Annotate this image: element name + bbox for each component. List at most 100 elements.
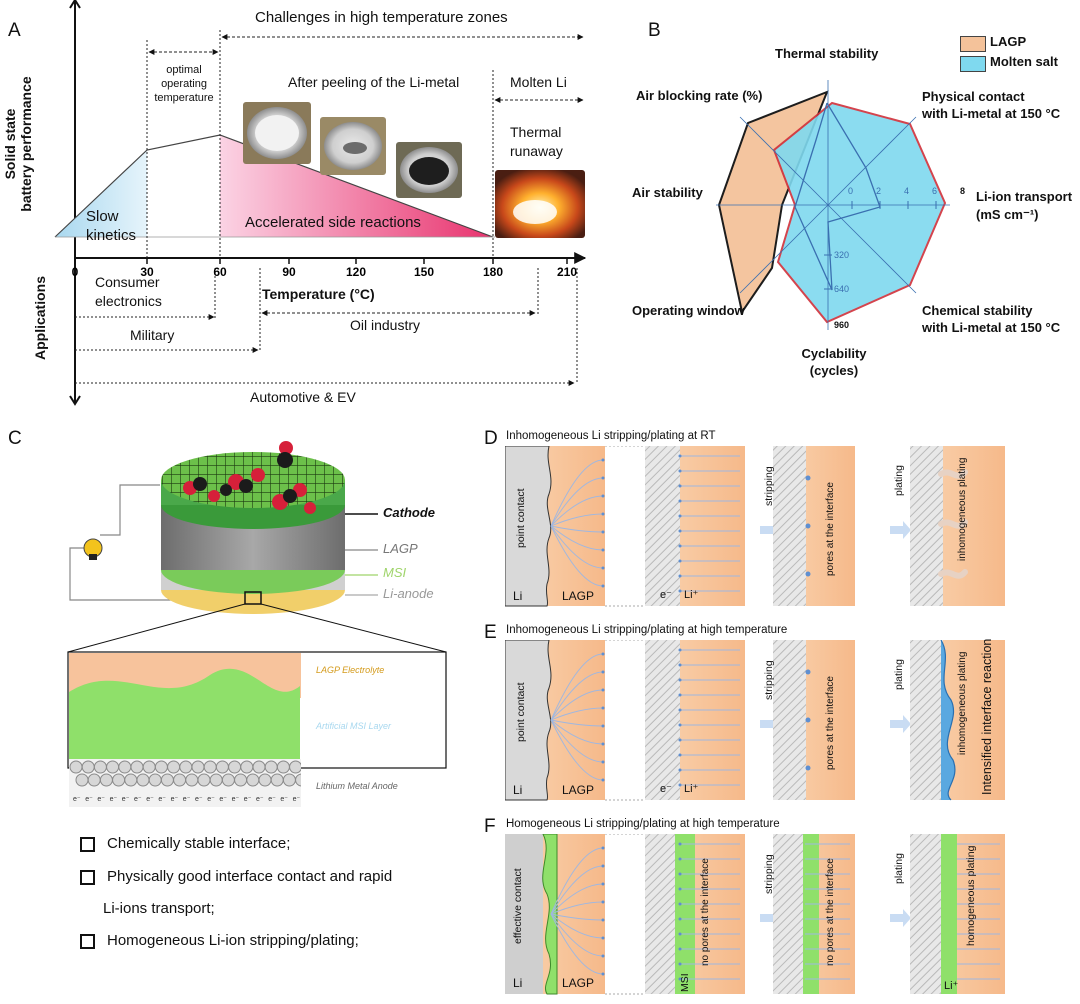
a-app-consumer-2: electronics bbox=[95, 293, 162, 309]
c-li-anode-spheres: e⁻e⁻e⁻e⁻e⁻e⁻e⁻e⁻e⁻e⁻e⁻e⁻e⁻e⁻e⁻e⁻e⁻e⁻e⁻ bbox=[69, 759, 309, 807]
c-feature-3-text: Homogeneous Li-ion stripping/plating; bbox=[107, 932, 359, 949]
panel-e-li: Li bbox=[513, 783, 523, 797]
panel-f-label: F bbox=[484, 816, 496, 837]
c-feature-3: Homogeneous Li-ion stripping/plating; bbox=[80, 932, 359, 949]
a-x-tick-label: 210 bbox=[557, 265, 577, 279]
checkbox-icon bbox=[80, 836, 95, 852]
panel-e-point-contact: point contact bbox=[515, 682, 527, 742]
panel-e-liplus: Li⁺ bbox=[684, 783, 699, 795]
a-optimal-3: temperature bbox=[154, 92, 214, 104]
a-slow-2: kinetics bbox=[86, 227, 137, 244]
c-cathode-label: Cathode bbox=[383, 505, 435, 520]
a-x-tick-label: 30 bbox=[140, 265, 154, 279]
b-axis-cyclability: Cyclability (cycles) bbox=[798, 345, 870, 379]
panel-f-plating: plating bbox=[893, 853, 905, 884]
a-thermal-2: runaway bbox=[510, 143, 563, 159]
svg-text:e⁻: e⁻ bbox=[146, 796, 154, 803]
panel-f-msi: MSI bbox=[679, 973, 691, 992]
legend-molten-label: Molten salt bbox=[990, 54, 1058, 69]
panel-e-pores: pores at the interface bbox=[825, 676, 836, 770]
panel-f-homo: homogeneous plating bbox=[965, 845, 977, 946]
b-tick-2: 2 bbox=[876, 186, 882, 196]
a-x-tick-label: 90 bbox=[282, 265, 296, 279]
a-challenges-text: Challenges in high temperature zones bbox=[255, 9, 508, 26]
svg-text:e⁻: e⁻ bbox=[207, 796, 215, 803]
b-tick-6: 6 bbox=[932, 186, 938, 196]
a-y-label-line1: Solid state bbox=[2, 108, 18, 180]
panel-e-schematic bbox=[505, 640, 1005, 801]
b-axis-air-block: Air blocking rate (%) bbox=[636, 88, 763, 103]
panel-f-li: Li bbox=[513, 976, 523, 990]
panel-f-stripping: stripping bbox=[763, 854, 775, 894]
panel-f-lagp: LAGP bbox=[562, 976, 595, 990]
panel-a-label: A bbox=[8, 20, 21, 41]
b-axis-liion-1: Li-ion transport bbox=[976, 189, 1073, 204]
legend-lagp-label: LAGP bbox=[990, 34, 1027, 49]
a-slow-1: Slow bbox=[86, 208, 119, 225]
svg-text:e⁻: e⁻ bbox=[268, 796, 276, 803]
b-axis-chemical: Chemical stability with Li-metal at 150 … bbox=[922, 302, 1060, 336]
svg-text:e⁻: e⁻ bbox=[134, 796, 142, 803]
svg-text:e⁻: e⁻ bbox=[183, 796, 191, 803]
panel-d-liplus: Li⁺ bbox=[684, 589, 699, 601]
svg-text:e⁻: e⁻ bbox=[219, 796, 227, 803]
legend-molten-swatch bbox=[960, 56, 986, 72]
b-axis-liion-2: (mS cm⁻¹) bbox=[976, 207, 1039, 222]
checkbox-icon bbox=[80, 933, 95, 949]
a-y-top-label-wrap: Solid state battery performance bbox=[2, 40, 34, 240]
panel-e-intensified: Intensified interface reaction bbox=[980, 638, 994, 795]
svg-text:e⁻: e⁻ bbox=[244, 796, 252, 803]
panel-e-title: Inhomogeneous Li stripping/plating at hi… bbox=[506, 624, 788, 636]
checkbox-icon bbox=[80, 869, 95, 885]
svg-text:e⁻: e⁻ bbox=[280, 796, 288, 803]
c-feature-1: Chemically stable interface; bbox=[80, 835, 290, 852]
svg-text:e⁻: e⁻ bbox=[122, 796, 130, 803]
panel-f-no-pores-3: no pores at the interface bbox=[825, 858, 836, 966]
b-tick-4: 4 bbox=[904, 186, 910, 196]
panel-d-point-contact: point contact bbox=[515, 488, 527, 548]
c-feature-2b-text: Li-ions transport; bbox=[103, 900, 215, 917]
svg-text:e⁻: e⁻ bbox=[171, 796, 179, 803]
panel-e-lagp: LAGP bbox=[562, 783, 595, 797]
panel-e-label: E bbox=[484, 622, 497, 643]
panel-f-schematic bbox=[505, 834, 1005, 995]
a-optimal-1: optimal bbox=[166, 64, 202, 76]
a-x-tick-label: 180 bbox=[483, 265, 503, 279]
c-msi-label: MSI bbox=[383, 565, 407, 580]
panel-d-label: D bbox=[484, 428, 498, 449]
panel-e-plating: plating bbox=[893, 659, 905, 690]
svg-text:e⁻: e⁻ bbox=[85, 796, 93, 803]
a-applications-label: Applications bbox=[32, 276, 48, 361]
cathode-grid bbox=[161, 452, 345, 508]
a-thermal-text: Thermal runaway bbox=[510, 123, 563, 161]
b-axis-operating: Operating window bbox=[632, 303, 745, 318]
panel-d-pores: pores at the interface bbox=[825, 482, 836, 576]
b-axis-liion: Li-ion transport (mS cm⁻¹) bbox=[976, 188, 1072, 224]
panel-e-inhomo: inhomogeneous plating bbox=[957, 651, 968, 755]
b-tick-960: 960 bbox=[834, 320, 850, 330]
a-x-tick-label: 150 bbox=[414, 265, 434, 279]
b-axis-physical-2: with Li-metal at 150 °C bbox=[922, 106, 1061, 121]
a-y-label-line2: battery performance bbox=[18, 76, 34, 212]
panel-d-inhomo: inhomogeneous plating bbox=[957, 457, 968, 561]
a-app-automotive: Automotive & EV bbox=[250, 389, 356, 405]
panel-d-lagp: LAGP bbox=[562, 589, 595, 603]
c-zoom-msi: Artificial MSI Layer bbox=[316, 721, 392, 731]
panel-f-title: Homogeneous Li stripping/plating at high… bbox=[506, 818, 780, 830]
b-tick-8: 8 bbox=[960, 186, 966, 196]
panel-f-effective-contact: effective contact bbox=[512, 868, 524, 944]
c-lagp-label: LAGP bbox=[383, 541, 418, 556]
performance-line bbox=[54, 134, 494, 238]
b-axis-chemical-2: with Li-metal at 150 °C bbox=[922, 320, 1061, 335]
svg-text:e⁻: e⁻ bbox=[256, 796, 264, 803]
c-feature-2-text: Physically good interface contact and ra… bbox=[107, 868, 393, 885]
a-x-title: Temperature (°C) bbox=[262, 286, 375, 302]
a-x-tick-label: 0 bbox=[72, 265, 79, 279]
panel-f-liplus: Li⁺ bbox=[944, 980, 959, 992]
legend-lagp-swatch bbox=[960, 36, 986, 52]
panel-f-no-pores-2: no pores at the interface bbox=[700, 858, 711, 966]
b-tick-320: 320 bbox=[834, 250, 850, 260]
panel-c-battery bbox=[67, 441, 447, 769]
a-app-oil: Oil industry bbox=[350, 317, 421, 333]
